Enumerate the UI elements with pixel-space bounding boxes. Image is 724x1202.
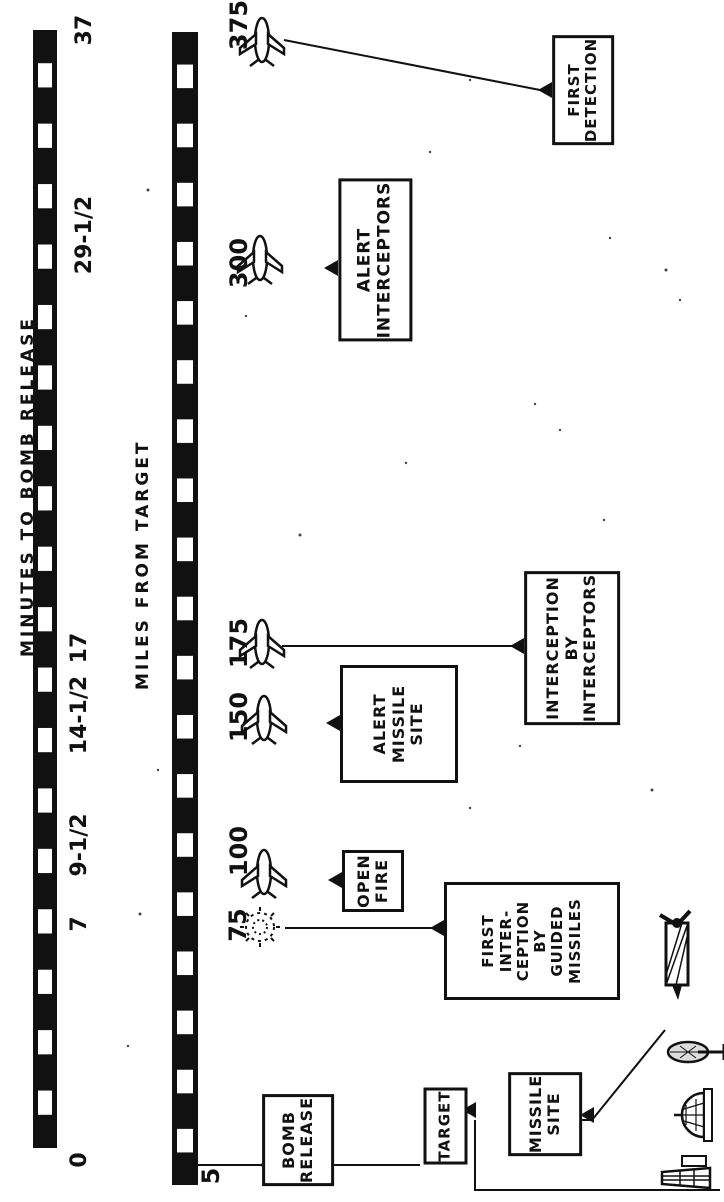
- alert-missile-site-pointer: [326, 715, 340, 731]
- scale-bar-segment: [38, 909, 52, 933]
- mile-tick-label: 100: [224, 818, 254, 884]
- minute-tick-label: 17: [66, 628, 94, 668]
- box-line: DETECTION: [583, 38, 600, 142]
- scale-bar-segment: [177, 892, 193, 916]
- scale-bar-segment: [38, 547, 52, 571]
- scale-bar-segment: [38, 788, 52, 812]
- minute-tick-label: 7: [66, 904, 94, 944]
- box-line: INTERCEPTORS: [581, 573, 599, 721]
- scale-bar-segment: [38, 124, 52, 148]
- mile-tick-label: 300: [224, 230, 254, 296]
- scale-bar-segment: [177, 183, 193, 207]
- scale-bar-segment: [38, 849, 52, 873]
- radar-dome-icon: [674, 1089, 712, 1141]
- first-detection-box: FIRST DETECTION: [552, 35, 614, 145]
- bomb-release-box: BOMB RELEASE: [262, 1094, 334, 1186]
- scale-bar-segment: [177, 774, 193, 798]
- alert-missile-site-box: ALERT MISSILE SITE: [340, 665, 458, 783]
- box-line: SITE: [545, 1092, 563, 1135]
- scale-bar-segment: [177, 656, 193, 680]
- scale-bar-segment: [38, 728, 52, 752]
- minute-tick-label: 9-1/2: [66, 805, 94, 885]
- minute-tick-label: 0: [66, 1140, 94, 1180]
- scale-bar-segment: [177, 419, 193, 443]
- box-line: BY: [563, 635, 581, 660]
- box-line: INTERCEPTION: [544, 576, 562, 720]
- box-line: ALERT: [355, 228, 375, 293]
- minutes-scale-title: MINUTES TO BOMB RELEASE: [16, 407, 40, 657]
- scale-bar-segment: [177, 833, 193, 857]
- scale-bar-segment: [38, 607, 52, 631]
- interception-by-interceptors-box: INTERCEPTION BY INTERCEPTORS: [524, 570, 620, 724]
- open-fire-pointer: [328, 872, 342, 888]
- minute-tick-label: 29-1/2: [71, 185, 99, 285]
- open-fire-box: OPEN FIRE: [342, 850, 404, 912]
- scale-bar-segment: [177, 1011, 193, 1035]
- radar-antenna-icon: [668, 1042, 724, 1062]
- target-box: TARGET: [424, 1087, 468, 1164]
- scale-bar-segment: [177, 715, 193, 739]
- box-line: CEPTION: [515, 901, 532, 981]
- mile-tick-label: 75: [223, 903, 253, 947]
- scale-bar-segment: [177, 1070, 193, 1094]
- scale-bar-segment: [177, 242, 193, 266]
- miles-scale-title: MILES FROM TARGET: [131, 490, 155, 690]
- alert-interceptors-box: ALERT INTERCEPTORS: [338, 179, 412, 342]
- miles-scale-bar: [172, 32, 198, 1185]
- scale-bar-segment: [177, 597, 193, 621]
- box-line: FIRST: [566, 63, 583, 116]
- scale-bar-segment: [177, 65, 193, 89]
- box-line: MISSILE: [527, 1075, 545, 1153]
- first-interception-box: FIRST INTER- CEPTION BY GUIDED MISSILES: [444, 882, 620, 1000]
- scale-bar-segment: [38, 245, 52, 269]
- scale-bar-segment: [177, 1129, 193, 1153]
- minute-tick-label: 37: [71, 10, 99, 50]
- mile-tick-label: 175: [224, 610, 254, 676]
- missile-launcher-icon: [660, 911, 690, 1000]
- scale-bar-segment: [177, 538, 193, 562]
- box-line: BY: [532, 929, 549, 952]
- box-line: ALERT: [371, 693, 389, 754]
- box-line: INTERCEPTORS: [375, 182, 395, 339]
- box-line: MISSILES: [567, 898, 584, 984]
- mile-tick-label: 5: [196, 1161, 226, 1191]
- box-line: FIRST: [480, 914, 497, 967]
- tower-icon: [662, 1156, 710, 1188]
- first-detection-connector: [284, 40, 540, 90]
- mile-tick-label: 375: [224, 0, 254, 58]
- box-line: INTER-: [498, 910, 515, 972]
- first-detection-pointer: [538, 82, 552, 98]
- box-line: GUIDED: [549, 905, 566, 976]
- box-line: SITE: [408, 702, 426, 745]
- scale-bar-segment: [177, 301, 193, 325]
- scale-bar-segment: [38, 365, 52, 389]
- scale-bar-segment: [38, 1030, 52, 1054]
- scale-bar-segment: [38, 970, 52, 994]
- interception-pointer: [510, 638, 524, 654]
- first-interception-pointer: [430, 920, 444, 936]
- scale-bar-segment: [38, 486, 52, 510]
- scale-bar-segment: [177, 124, 193, 148]
- mile-tick-label: 150: [224, 684, 254, 750]
- box-line: RELEASE: [298, 1097, 316, 1183]
- box-line: OPEN: [355, 854, 373, 908]
- box-line: MISSILE: [390, 685, 408, 763]
- box-line: BOMB: [280, 1111, 298, 1169]
- box-line: FIRE: [373, 859, 391, 903]
- scale-bar-segment: [38, 1091, 52, 1115]
- alert-interceptors-pointer: [324, 260, 338, 276]
- missile-site-box: MISSILE SITE: [508, 1072, 582, 1156]
- scale-bar-segment: [38, 668, 52, 692]
- scale-bar-segment: [38, 184, 52, 208]
- scale-bar-segment: [38, 63, 52, 87]
- scale-bar-segment: [177, 360, 193, 384]
- minute-tick-label: 14-1/2: [66, 665, 94, 765]
- scale-bar-segment: [177, 478, 193, 502]
- missile-site-connector: [575, 1030, 665, 1120]
- scale-bar-segment: [38, 305, 52, 329]
- box-line: TARGET: [437, 1090, 454, 1161]
- scale-bar-segment: [38, 426, 52, 450]
- scale-bar-segment: [177, 951, 193, 975]
